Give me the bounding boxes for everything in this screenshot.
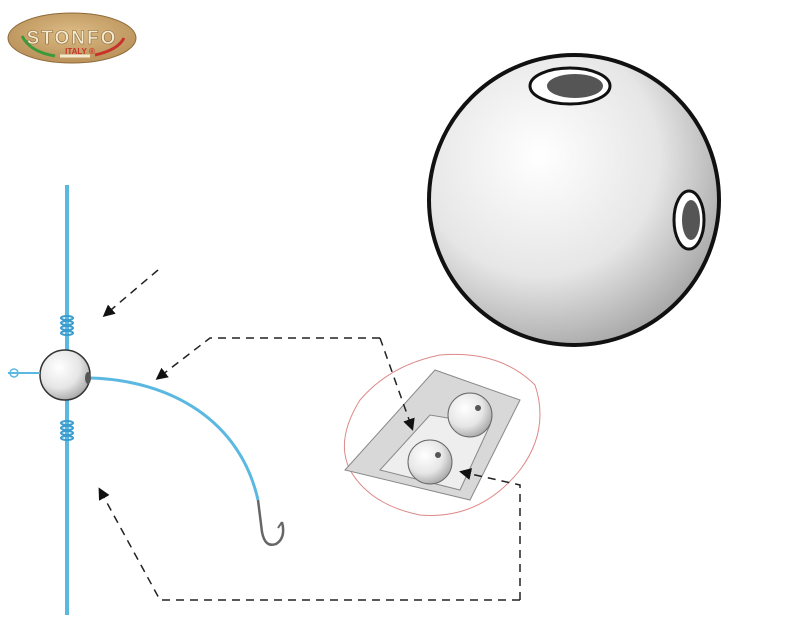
line-stopper-top xyxy=(60,315,74,336)
hook-link-line xyxy=(89,376,260,501)
stonfo-logo: STONFO ITALY ® xyxy=(7,12,137,64)
fishing-rig xyxy=(8,185,285,615)
bead-clip-pack xyxy=(343,353,541,516)
logo-country-text: ITALY ® xyxy=(65,47,95,56)
logo-brand-text: STONFO xyxy=(27,28,118,49)
small-bead xyxy=(39,349,91,401)
line-stopper-bottom xyxy=(60,420,74,441)
large-bead-sphere xyxy=(427,53,721,347)
hook-icon xyxy=(256,499,285,546)
callout-arrows xyxy=(98,269,521,601)
